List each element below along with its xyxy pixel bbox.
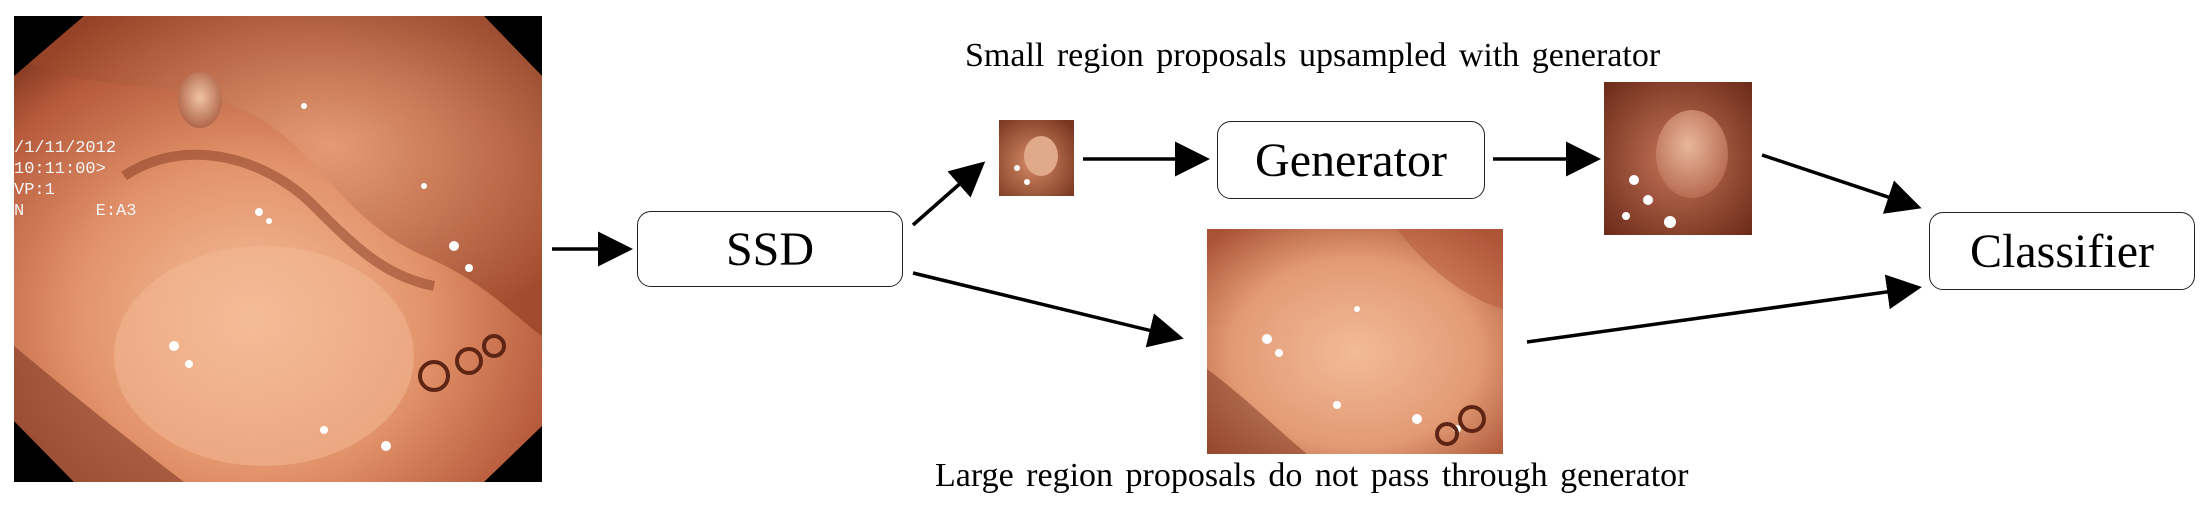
ssd-label: SSD bbox=[725, 222, 815, 276]
generator-label: Generator bbox=[1255, 133, 1447, 187]
overlay-line-mode: N E:A3 bbox=[14, 202, 137, 221]
classifier-box: Classifier bbox=[1929, 212, 2195, 290]
large-proposal-graphic bbox=[1207, 229, 1503, 454]
upsampled-proposal-graphic bbox=[1604, 82, 1752, 235]
caption-small-proposals: Small region proposals upsampled with ge… bbox=[965, 37, 1661, 74]
classifier-label: Classifier bbox=[1970, 224, 2154, 278]
arrow-upsampled-to-classifier bbox=[1761, 153, 1922, 214]
small-proposal-graphic bbox=[999, 120, 1074, 196]
small-proposal-crop bbox=[999, 120, 1074, 196]
upsampled-proposal-crop bbox=[1604, 82, 1752, 235]
arrow-large-proposal-to-classifier bbox=[1526, 274, 1922, 344]
ssd-box: SSD bbox=[637, 211, 903, 287]
arrow-ssd-to-small-proposal bbox=[911, 161, 986, 227]
overlay-line-vp: VP:1 bbox=[14, 181, 55, 200]
large-proposal-crop bbox=[1207, 229, 1503, 454]
overlay-line-date: /1/11/2012 bbox=[14, 139, 117, 158]
generator-box: Generator bbox=[1217, 121, 1485, 199]
endoscopy-image: /1/11/2012 10:11:00> VP:1 N E:A3 bbox=[14, 16, 542, 482]
endoscopy-image-graphic bbox=[14, 16, 542, 482]
overlay-line-time: 10:11:00> bbox=[14, 160, 106, 179]
caption-large-proposals: Large region proposals do not pass throu… bbox=[935, 457, 1689, 494]
arrow-ssd-to-large-proposal bbox=[912, 271, 1184, 348]
